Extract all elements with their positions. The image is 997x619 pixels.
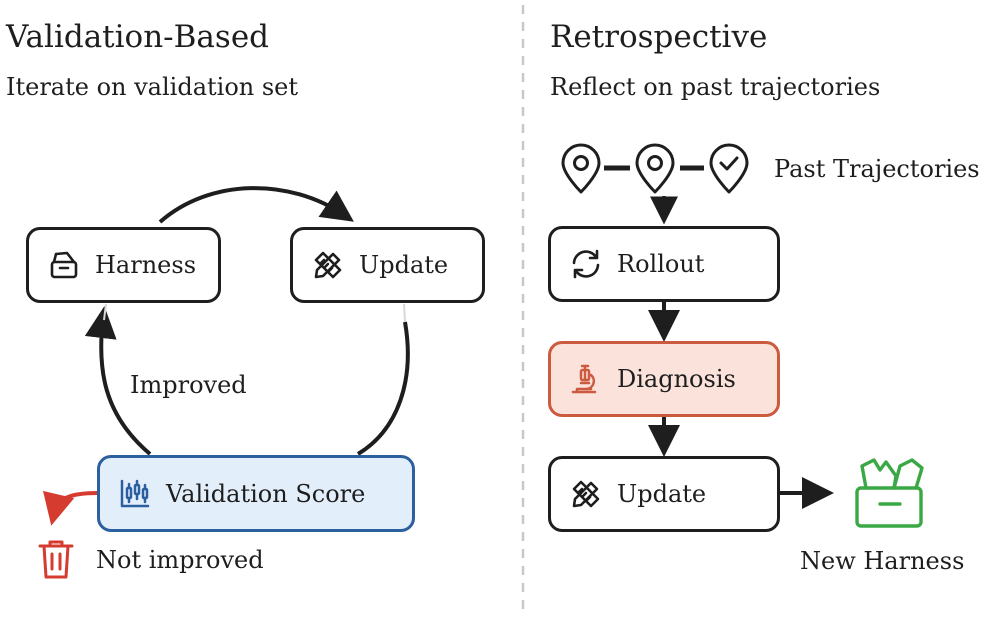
open-box-icon xyxy=(852,454,928,530)
update-node-right[interactable]: Update xyxy=(548,456,780,532)
diagnosis-node[interactable]: Diagnosis xyxy=(548,341,780,417)
map-pin-check-icon xyxy=(706,143,752,195)
harness-label: Harness xyxy=(95,251,197,279)
refresh-icon xyxy=(569,247,603,281)
update-node-left[interactable]: Update xyxy=(290,227,485,303)
validation-score-node[interactable]: Validation Score xyxy=(97,455,415,532)
rollout-label: Rollout xyxy=(617,250,705,278)
new-harness-label: New Harness xyxy=(800,547,965,575)
faint-tick xyxy=(103,303,107,321)
archive-box-icon xyxy=(47,248,81,282)
pencil-ruler-icon xyxy=(311,248,345,282)
update-label-left: Update xyxy=(359,251,449,279)
left-panel-title: Validation-Based xyxy=(6,19,270,55)
trash-icon xyxy=(37,537,75,581)
score-to-harness-arrow xyxy=(84,306,152,456)
pencil-ruler-icon xyxy=(569,477,603,511)
right-panel-subtitle: Reflect on past trajectories xyxy=(550,73,881,101)
diagnosis-label: Diagnosis xyxy=(617,365,736,393)
rollout-node[interactable]: Rollout xyxy=(548,226,780,302)
map-pin-icon xyxy=(558,143,604,195)
faint-tick xyxy=(403,303,406,323)
microscope-icon xyxy=(569,362,603,396)
left-panel-subtitle: Iterate on validation set xyxy=(6,73,299,101)
harness-node[interactable]: Harness xyxy=(26,227,221,303)
validation-score-label: Validation Score xyxy=(166,479,366,508)
chart-candlestick-icon xyxy=(118,477,152,511)
not-improved-label: Not improved xyxy=(96,546,264,574)
past-trajectories-label: Past Trajectories xyxy=(774,155,980,183)
right-panel-title: Retrospective xyxy=(550,19,768,55)
harness-to-update-arrow xyxy=(158,186,354,224)
update-label-right: Update xyxy=(617,480,707,508)
improved-label: Improved xyxy=(130,371,247,399)
update-to-score-arc xyxy=(356,321,410,456)
map-pin-icon xyxy=(632,143,678,195)
not-improved-arrow xyxy=(43,490,99,526)
